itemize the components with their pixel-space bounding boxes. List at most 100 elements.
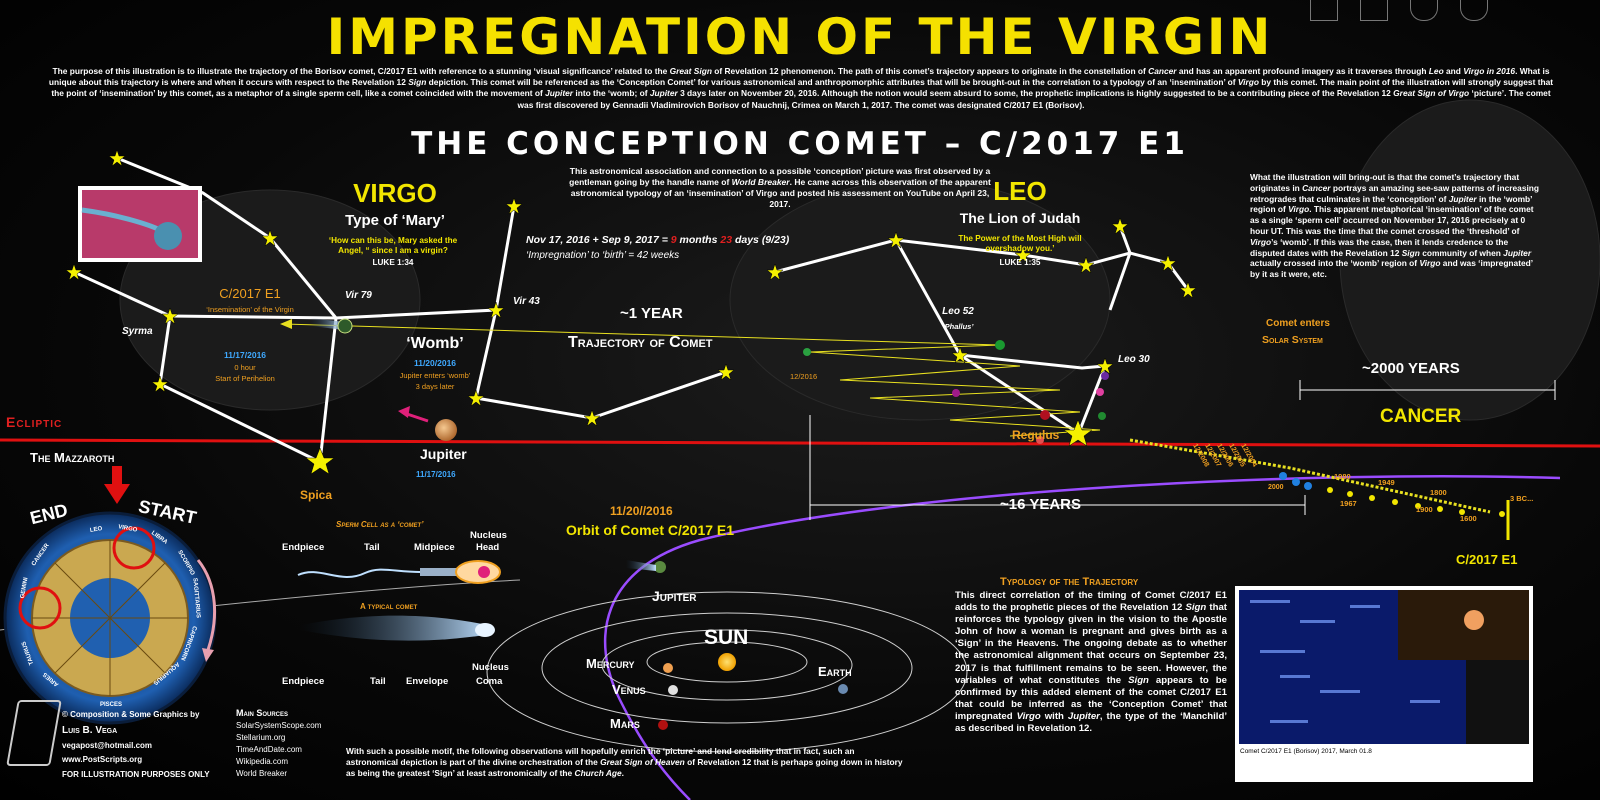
perihelion-date: 11/17/2016 <box>223 350 267 360</box>
womb-line1: Jupiter enters ‘womb’ <box>399 371 471 380</box>
leo-stars <box>766 217 1197 447</box>
date-1216: 12/2016 <box>790 372 818 381</box>
virgo-quote: ‘How can this be, Mary asked the Angel, … <box>328 236 458 255</box>
sun-label: SUN <box>704 626 749 649</box>
year-1600: 1600 <box>1460 514 1477 523</box>
comet-enters-l2: Solar System <box>1262 334 1323 346</box>
ecliptic-line <box>0 438 1600 448</box>
credit-email[interactable]: vegapost@hotmail.com <box>62 741 153 750</box>
intro-paragraph: The purpose of this illustration is to i… <box>48 66 1554 110</box>
typical-comet-drawing <box>300 615 495 641</box>
orbit-jupiter-marker <box>654 561 666 573</box>
two-thousand-years: ~2000 YEARS <box>1362 360 1460 377</box>
mars-label: Mars <box>610 716 640 731</box>
trajectory-label: Trajectory of Comet <box>568 334 713 351</box>
jupiter-date: 11/17/2016 <box>416 470 456 479</box>
comet-bottom-label: C/2017 E1 <box>1456 552 1518 567</box>
womb-line2: 3 days later <box>415 382 455 391</box>
leo-ref: LUKE 1:35 <box>999 258 1041 267</box>
year-1949: 1949 <box>1378 478 1395 487</box>
earth-planet <box>838 684 848 694</box>
sperm-endpiece: Endpiece <box>282 542 325 553</box>
zodiac-pisces: PISCES <box>100 702 123 708</box>
sun-planet <box>718 653 736 671</box>
spica-label: Spica <box>300 488 333 502</box>
venus-label: Venus <box>612 682 646 697</box>
womb-label: ‘Womb’ <box>406 335 464 352</box>
source-item: World Breaker <box>236 769 287 778</box>
trail-date-2000: 2000 <box>1268 484 1284 491</box>
mazzaroth-arrowhead <box>104 484 130 504</box>
typical-envelope: Envelope <box>406 676 449 687</box>
window-icon[interactable] <box>1360 0 1388 21</box>
source-item: Stellarium.org <box>236 733 286 742</box>
sperm-nucleus: Nucleus <box>470 530 507 541</box>
comet-orbit <box>603 475 1561 800</box>
virgo-ref: LUKE 1:34 <box>372 258 414 267</box>
source-item: TimeAndDate.com <box>236 745 302 754</box>
jupiter-label: Jupiter <box>420 446 467 462</box>
sperm-cell-drawing <box>297 560 501 584</box>
typical-coma: Coma <box>476 676 503 687</box>
ecliptic-label: Ecliptic <box>6 414 63 430</box>
settings-icon[interactable] <box>1410 0 1438 21</box>
orbit-label: Orbit of Comet C/2017 E1 <box>566 522 735 538</box>
mars-planet <box>658 720 668 730</box>
credit-site[interactable]: www.PostScripts.org <box>62 755 143 764</box>
mercury-planet <box>663 663 673 673</box>
leo30-label: Leo 30 <box>1118 354 1150 365</box>
comet-desc-label: ‘Insemination’ of the Virgin <box>206 305 294 314</box>
photo-caption: Comet C/2017 E1 (Borisov) 2017, March 01… <box>1240 748 1372 755</box>
comet-arrowhead <box>280 319 292 329</box>
virgo-lines <box>73 156 727 464</box>
typical-endpiece: Endpiece <box>282 676 325 687</box>
exit-icon[interactable] <box>1460 0 1488 21</box>
typology-title: Typology of the Trajectory <box>1000 576 1139 588</box>
leo52-label: Leo 52 <box>942 306 974 317</box>
orbit-comet-marker <box>626 560 656 571</box>
sperm-midpiece: Midpiece <box>414 542 455 553</box>
toolbar-icons <box>1300 0 1600 22</box>
leo-type: The Lion of Judah <box>959 210 1081 226</box>
zodiac-wheel <box>3 511 217 725</box>
trail-dots <box>1327 487 1505 517</box>
virgo-stars <box>65 149 735 475</box>
sperm-head: Head <box>476 542 500 553</box>
mazzaroth-arrow <box>112 466 122 486</box>
perihelion-line1: 0 hour <box>234 363 256 372</box>
jupiter-arrowhead <box>398 406 410 418</box>
credit-note: FOR ILLUSTRATION PURPOSES ONLY <box>62 770 210 779</box>
year-1900: 1900 <box>1416 505 1433 514</box>
sources-title: Main Sources <box>236 708 289 718</box>
year-1800: 1800 <box>1430 488 1447 497</box>
sixteen-years: ~16 YEARS <box>1000 496 1082 513</box>
comet-at-vir79 <box>310 318 353 334</box>
mercury-label: Mercury <box>586 656 635 671</box>
one-year-label: ~1 YEAR <box>620 305 683 322</box>
orbit-jupiter-label: Jupiter <box>652 588 697 604</box>
leo-title: LEO <box>993 176 1047 206</box>
observation-text: This astronomical association and connec… <box>569 166 991 209</box>
year-1980: 1980 <box>1334 472 1351 481</box>
leo52-sub: ‘Phallus’ <box>942 322 974 331</box>
main-title: IMPREGNATION OF THE VIRGIN <box>326 8 1274 66</box>
typical-nucleus: Nucleus <box>472 662 509 673</box>
venus-planet <box>668 685 678 695</box>
sperm-tail: Tail <box>364 542 380 553</box>
screen-icon[interactable] <box>1310 0 1338 21</box>
trajectory-dots <box>803 340 1312 490</box>
vir43-label: Vir 43 <box>513 296 540 307</box>
womb-date: 11/20/2016 <box>413 358 457 368</box>
typical-tail: Tail <box>370 676 386 687</box>
bottom-paragraph: With such a possible motif, the followin… <box>346 746 903 778</box>
year-3bc: 3 BC... <box>1510 494 1534 503</box>
comet-name-label: C/2017 E1 <box>219 286 281 301</box>
virgo-title: VIRGO <box>353 178 437 208</box>
comet-photo <box>1235 586 1533 782</box>
source-item: SolarSystemScope.com <box>236 721 322 730</box>
timeline-weeks: ‘Impregnation’ to ‘birth’ = 42 weeks <box>526 250 680 261</box>
solar-orbits <box>0 579 968 753</box>
right-paragraph: What the illustration will bring-out is … <box>1250 172 1540 280</box>
year-1967: 1967 <box>1340 499 1357 508</box>
